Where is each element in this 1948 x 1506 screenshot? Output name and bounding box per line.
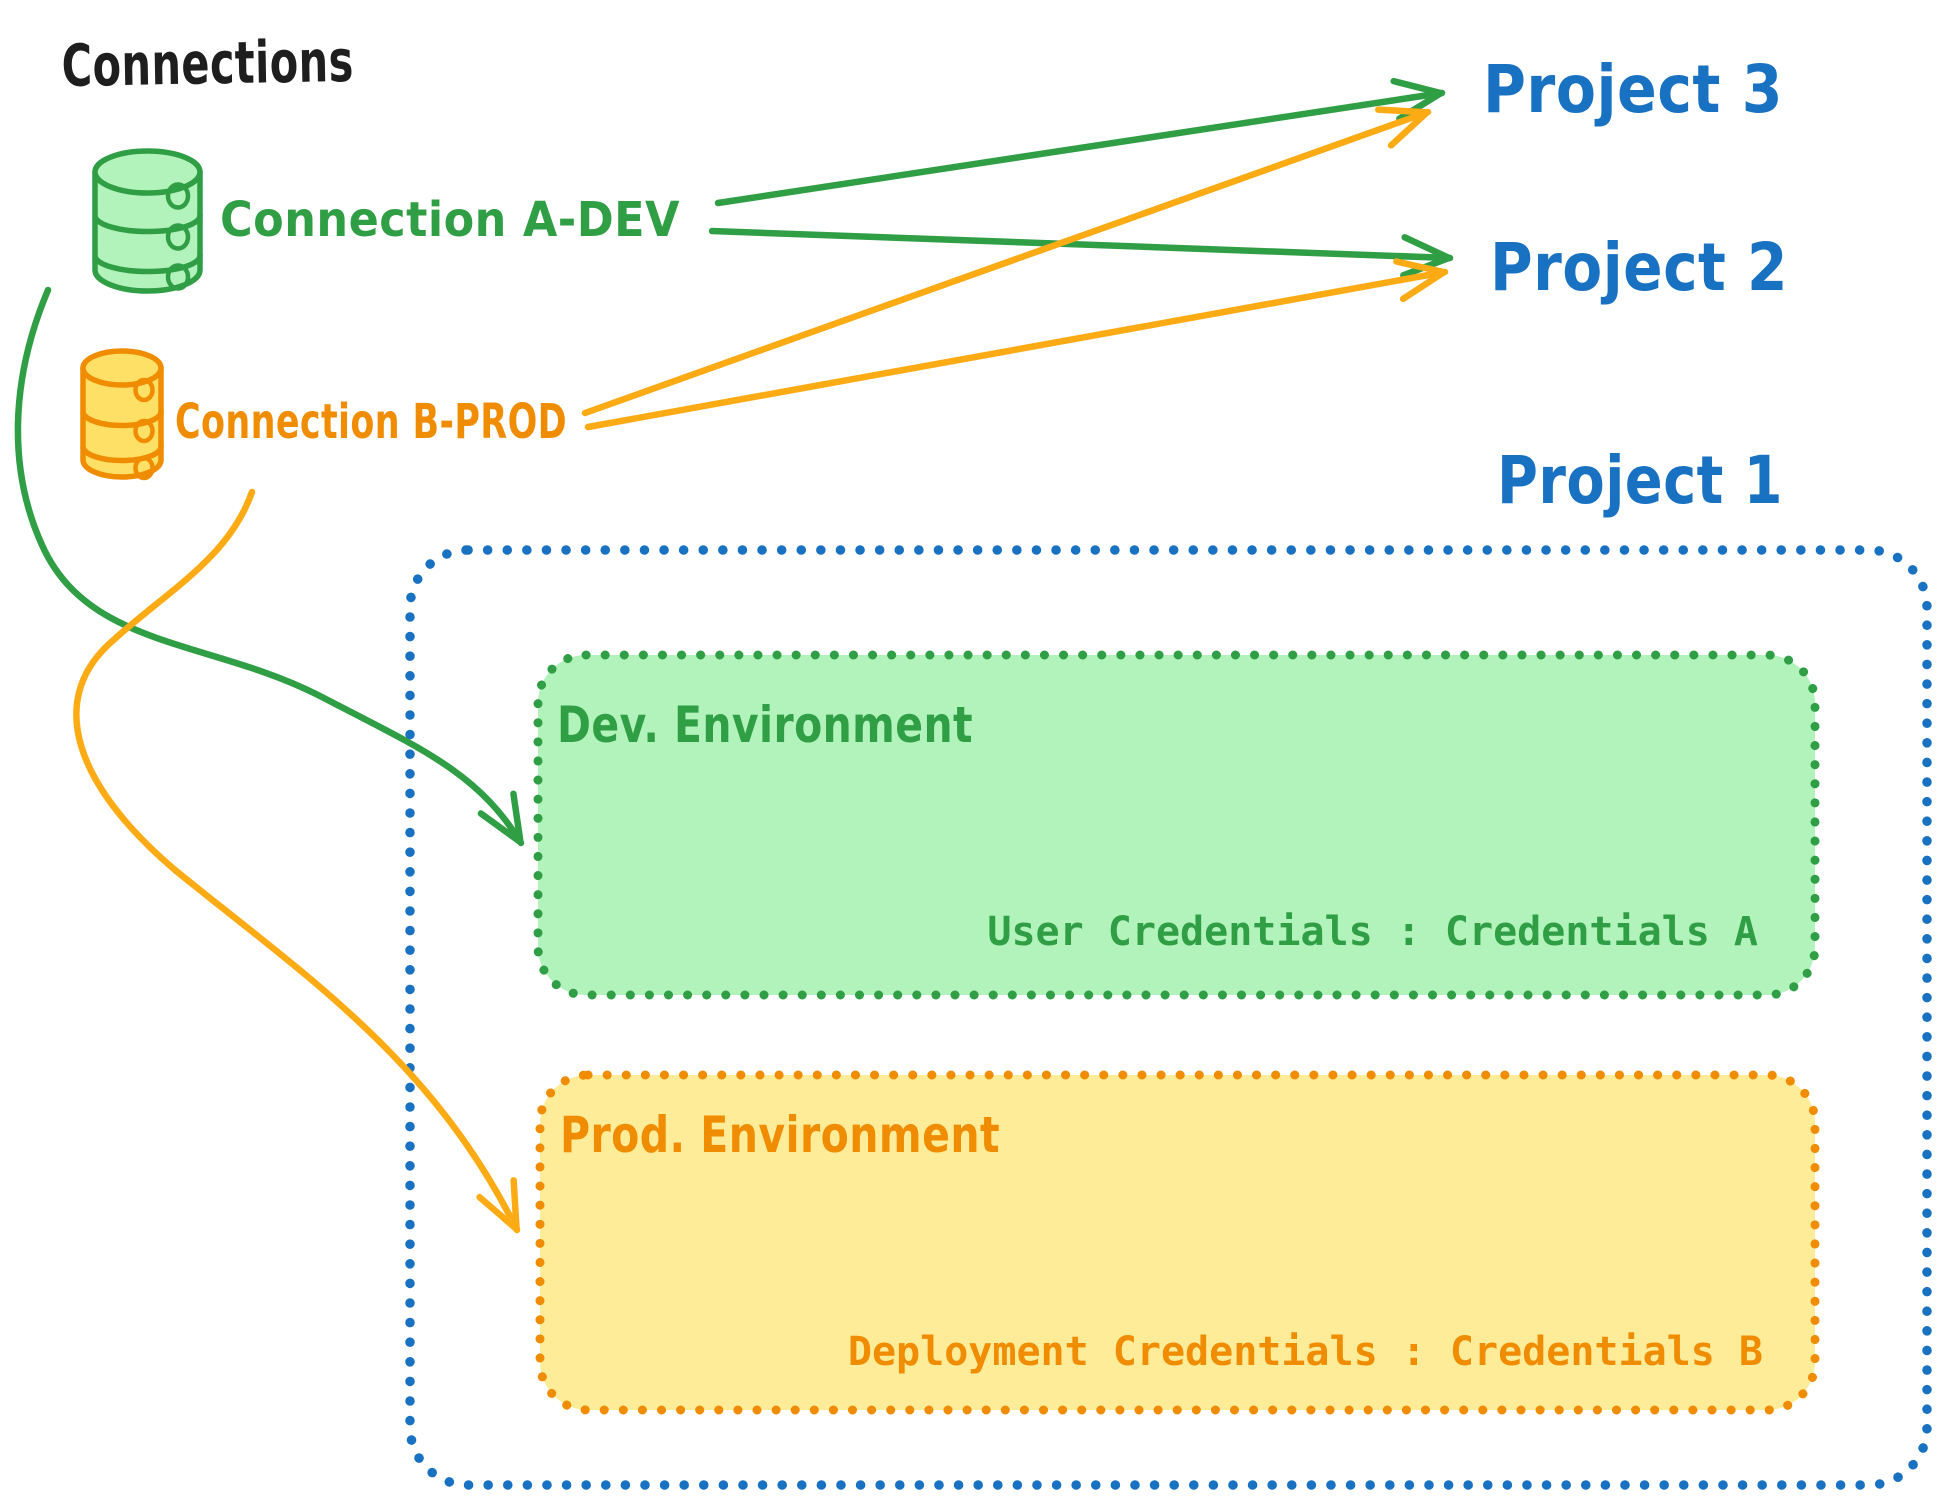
arrow-b-prod-to-project2 (584, 258, 1449, 431)
prod-credentials-text: Deployment Credentials : Credentials B (848, 1329, 1763, 1375)
arrow-a-dev-to-project2 (708, 227, 1454, 279)
arrow-b-prod-to-project3 (581, 106, 1432, 417)
page-title: Connections (61, 27, 354, 100)
connection-b-prod-label: Connection B-PROD (175, 394, 567, 450)
prod-environment-label: Prod. Environment (560, 1106, 1000, 1164)
connection-a-dev-label: Connection A-DEV (220, 192, 680, 248)
project1-container-box (405, 545, 1932, 1490)
project2-label: Project 2 (1490, 229, 1788, 306)
prod-environment-box (535, 1070, 1820, 1415)
arrow-b-prod-to-prod-environment (73, 488, 521, 1234)
arrow-a-dev-to-project3 (714, 77, 1446, 207)
dev-credentials-text: User Credentials : Credentials A (987, 909, 1758, 955)
database-dev-icon (92, 148, 203, 294)
dev-environment-label: Dev. Environment (557, 696, 973, 754)
database-prod-icon (80, 348, 164, 481)
dev-environment-box (533, 650, 1820, 1000)
project1-label: Project 1 (1497, 442, 1783, 519)
arrow-a-dev-to-dev-environment (14, 286, 525, 847)
project3-label: Project 3 (1483, 51, 1783, 128)
